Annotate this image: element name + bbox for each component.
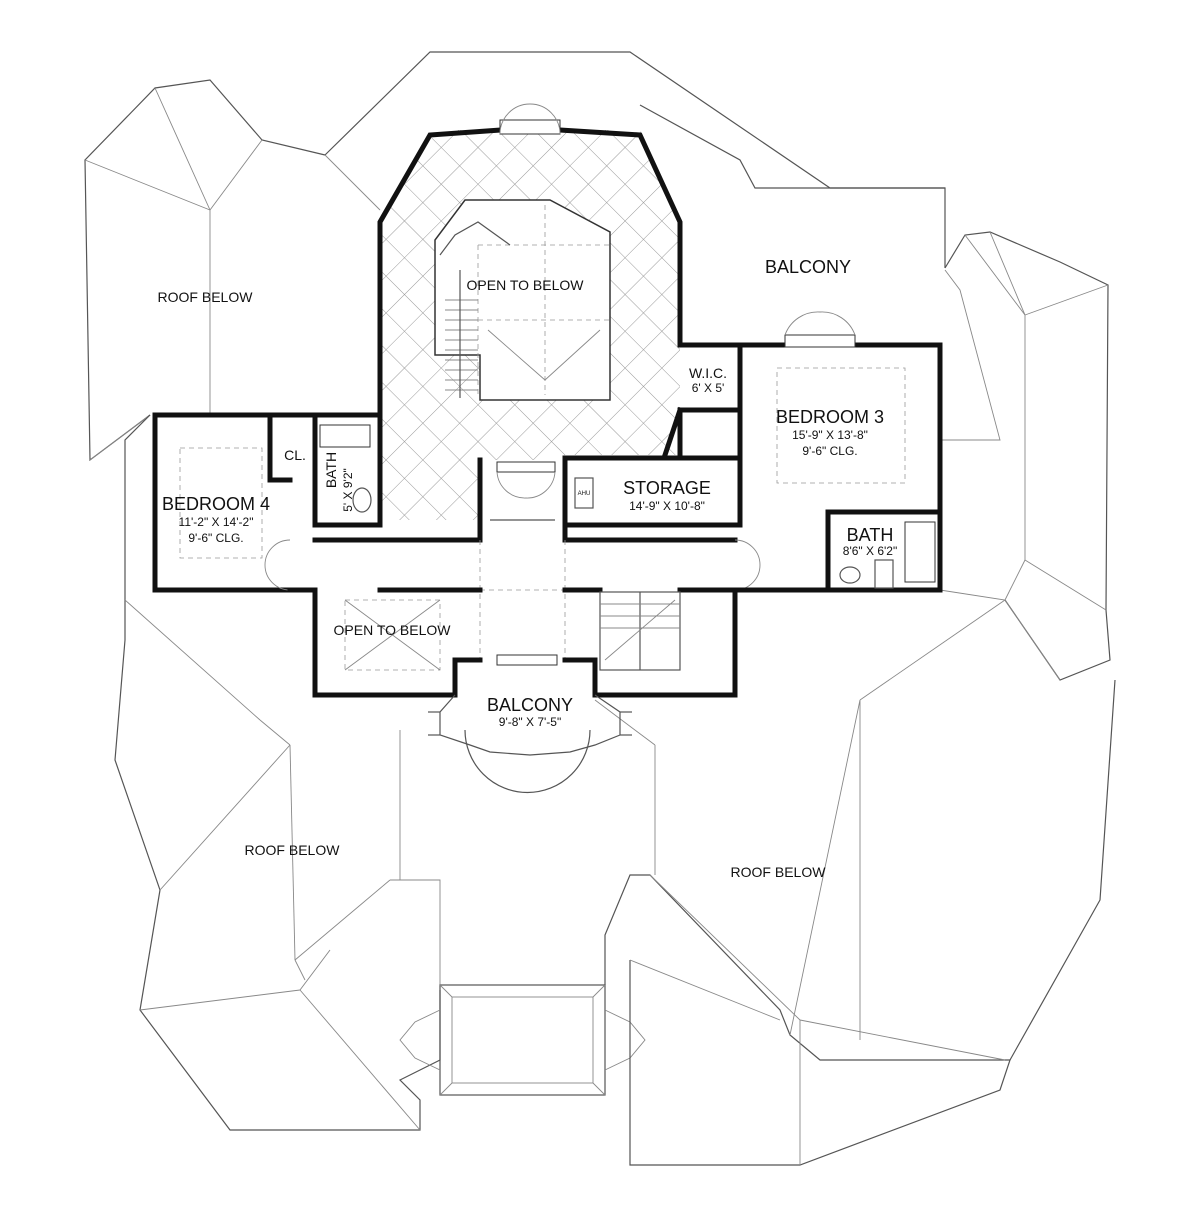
bedroom4-block bbox=[152, 412, 383, 593]
label-open-to-below-lower: OPEN TO BELOW bbox=[334, 622, 452, 638]
label-ahu: AHU bbox=[578, 491, 591, 497]
label-balcony-front-dims: 9'-8" X 7'-5" bbox=[499, 715, 561, 729]
label-balcony-top: BALCONY bbox=[765, 257, 851, 277]
balcony-top-outline bbox=[639, 104, 945, 189]
label-storage-dims: 14'-9" X 10'-8" bbox=[629, 499, 705, 513]
label-storage: STORAGE bbox=[623, 478, 711, 498]
lower-west-block bbox=[287, 587, 483, 698]
label-wic-dims: 6' X 5' bbox=[692, 381, 725, 395]
octagon-hall bbox=[377, 103, 683, 523]
label-bedroom3-dims: 15'-9" X 13'-8" bbox=[792, 428, 868, 442]
label-wic: W.I.C. bbox=[689, 365, 727, 381]
label-bath-right: BATH bbox=[847, 525, 894, 545]
label-bedroom4-dims: 11'-2" X 14'-2" bbox=[179, 515, 254, 529]
label-bedroom4: BEDROOM 4 bbox=[162, 494, 270, 514]
corridor bbox=[264, 457, 761, 660]
label-roof-below-nw: ROOF BELOW bbox=[158, 289, 254, 305]
storage-block bbox=[562, 455, 743, 528]
stair-center bbox=[439, 221, 511, 398]
label-roof-below-sw: ROOF BELOW bbox=[245, 842, 341, 858]
roof-outlines bbox=[84, 51, 1116, 1166]
label-bath-right-dims: 8'6" X 6'2" bbox=[843, 544, 897, 558]
label-bath-left: BATH bbox=[323, 452, 339, 488]
label-roof-below-se: ROOF BELOW bbox=[731, 864, 827, 880]
label-open-to-below-center: OPEN TO BELOW bbox=[467, 277, 585, 293]
label-bedroom3: BEDROOM 3 bbox=[776, 407, 884, 427]
label-bedroom4-clg: 9'-6" CLG. bbox=[188, 531, 243, 545]
lower-east-block bbox=[562, 587, 793, 698]
label-closet: CL. bbox=[284, 447, 306, 463]
front-balcony bbox=[428, 654, 632, 794]
bedroom3-block bbox=[661, 311, 943, 593]
label-bath-left-dims: 5' X 9'2" bbox=[341, 468, 355, 512]
room-labels: BALCONY OPEN TO BELOW ROOF BELOW W.I.C. … bbox=[158, 257, 898, 880]
label-balcony-front: BALCONY bbox=[487, 695, 573, 715]
label-bedroom3-clg: 9'-6" CLG. bbox=[802, 444, 857, 458]
